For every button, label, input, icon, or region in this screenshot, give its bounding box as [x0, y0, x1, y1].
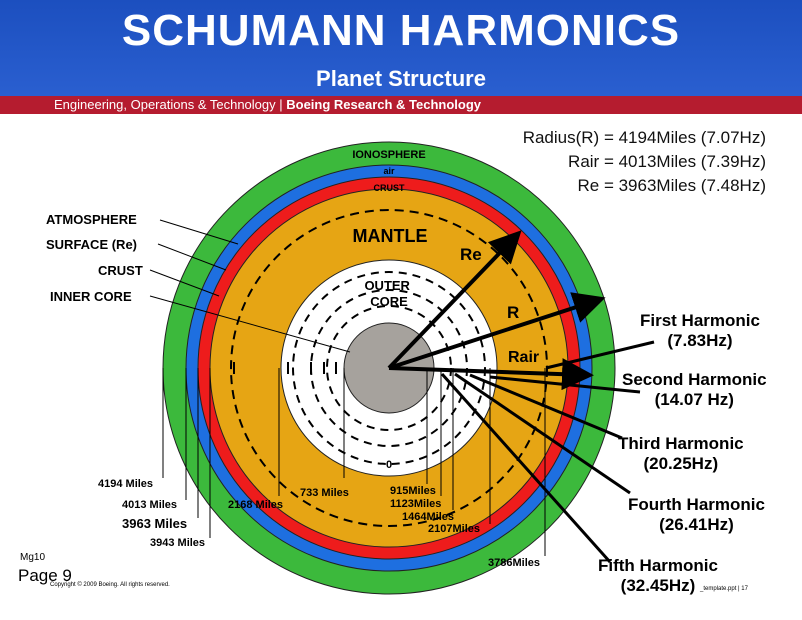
surface-leader: [157, 243, 227, 271]
r-arrow-label: R: [507, 303, 519, 322]
distance-3943: 3943 Miles: [150, 537, 205, 549]
file-reference: _template.ppt | 17: [700, 586, 748, 592]
harmonic-3-pointer: [469, 373, 623, 440]
harmonic-2-label: Second Harmonic (14.07 Hz): [622, 370, 767, 410]
inner-core-leader: [149, 295, 351, 353]
harmonic-frequency: (32.45Hz): [620, 576, 696, 595]
rair-arrow: [388, 358, 594, 391]
slide-code: Mg10: [20, 552, 46, 563]
distance-733: 733 Miles: [300, 487, 349, 499]
r-arrow: [388, 292, 606, 370]
distance-4013: 4013 Miles: [122, 499, 177, 511]
harmonic-name: Third Harmonic: [618, 434, 744, 453]
crust-ring-label: CRUST: [374, 183, 406, 193]
crust-leader: [149, 269, 220, 297]
org-prefix: Engineering, Operations & Technology |: [54, 97, 287, 112]
distance-2168: 2168 Miles: [228, 499, 283, 511]
header-band: [0, 0, 802, 96]
harmonic-name: Fourth Harmonic: [628, 495, 765, 514]
harmonic-name: Fifth Harmonic: [598, 556, 718, 575]
re-arrow-label: Re: [460, 245, 482, 264]
distance-1123: 1123Miles: [390, 498, 441, 510]
harmonic-frequency: (20.25Hz): [643, 454, 719, 473]
radius-rair-info: Rair = 4013Miles (7.39Hz): [568, 152, 766, 171]
copyright-notice: Copyright © 2009 Boeing. All rights rese…: [50, 582, 170, 588]
surface-label: SURFACE (Re): [46, 237, 137, 252]
org-band: [0, 96, 802, 114]
harmonic-name: First Harmonic: [640, 311, 760, 330]
harmonic-frequency: (7.83Hz): [667, 331, 733, 350]
core-dashed-circle-1: [292, 271, 486, 465]
harmonic-3-label: Third Harmonic (20.25Hz): [618, 434, 744, 474]
distance-3963: 3963 Miles: [122, 516, 187, 531]
distance-4194: 4194 Miles: [98, 478, 153, 490]
distance-915: 915Miles: [390, 485, 436, 497]
distance-1464: 1464Miles: [402, 511, 454, 523]
harmonic-4-label: Fourth Harmonic (26.41Hz): [628, 495, 765, 535]
harmonic-frequency: (26.41Hz): [659, 515, 734, 534]
atmosphere-label: ATMOSPHERE: [46, 212, 137, 227]
ionosphere-label: IONOSPHERE: [352, 149, 425, 161]
outer-core-label: OUTER CORE: [364, 278, 413, 309]
crust-label: CRUST: [98, 263, 143, 278]
page-title: SCHUMANN HARMONICS: [121, 6, 681, 55]
harmonic-1-label: First Harmonic (7.83Hz): [640, 311, 760, 351]
radius-re-info: Re = 3963Miles (7.48Hz): [577, 176, 766, 195]
air-label: air: [383, 166, 395, 176]
page-subtitle: Planet Structure: [316, 66, 486, 91]
radius-r-info: Radius(R) = 4194Miles (7.07Hz): [522, 128, 766, 147]
distance-3786: 3786Miles: [488, 557, 540, 569]
harmonic-5-pointer: [440, 373, 612, 563]
harmonic-frequency: (14.07 Hz): [654, 390, 734, 409]
center-label: 0: [386, 459, 392, 471]
atmosphere-leader: [159, 219, 239, 245]
harmonic-name: Second Harmonic: [622, 370, 767, 389]
re-arrow: [387, 230, 522, 370]
org-line: Engineering, Operations & Technology | B…: [54, 97, 481, 112]
inner-core-label: INNER CORE: [50, 289, 132, 304]
harmonic-4-pointer: [454, 372, 631, 495]
org-bold: Boeing Research & Technology: [286, 97, 482, 112]
page-number: Page 9: [18, 566, 72, 585]
mantle-label: MANTLE: [353, 226, 428, 246]
rair-arrow-label: Rair: [508, 349, 539, 366]
distance-2107: 2107Miles: [428, 523, 480, 535]
harmonic-5-label: Fifth Harmonic (32.45Hz): [598, 556, 718, 596]
core-dashed-circle-3: [326, 305, 452, 431]
